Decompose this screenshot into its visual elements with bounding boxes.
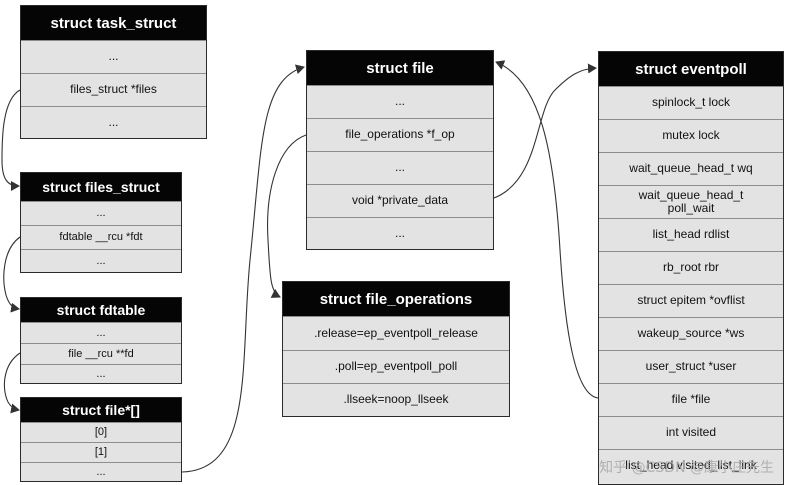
- eventpoll-spinlock: spinlock_t lock: [599, 86, 783, 119]
- file-operations-poll: .poll=ep_eventpoll_poll: [283, 350, 509, 383]
- task-struct-field-files: files_struct *files: [21, 73, 206, 106]
- file-array-entry-1: [1]: [21, 442, 181, 462]
- eventpoll-poll-wait: wait_queue_head_t poll_wait: [599, 185, 783, 218]
- eventpoll-box: struct eventpoll spinlock_t lock mutex l…: [598, 51, 784, 485]
- file-field: ...: [307, 217, 493, 249]
- file-operations-box: struct file_operations .release=ep_event…: [282, 281, 510, 417]
- files-struct-field: ...: [21, 201, 181, 225]
- task-struct-field: ...: [21, 40, 206, 73]
- task-struct-title: struct task_struct: [21, 6, 206, 40]
- file-array-entry-0: [0]: [21, 422, 181, 442]
- eventpoll-title: struct eventpoll: [599, 52, 783, 86]
- file-operations-llseek: .llseek=noop_llseek: [283, 383, 509, 416]
- fdtable-field-fd: file __rcu **fd: [21, 343, 181, 364]
- files-struct-box: struct files_struct ... fdtable __rcu *f…: [20, 172, 182, 273]
- file-operations-release: .release=ep_eventpoll_release: [283, 316, 509, 350]
- file-array-entry-more: ...: [21, 462, 181, 481]
- file-array-box: struct file*[] [0] [1] ...: [20, 397, 182, 482]
- arrow-f-op-to-file-operations: [267, 134, 307, 298]
- eventpoll-file: file *file: [599, 383, 783, 416]
- fdtable-box: struct fdtable ... file __rcu **fd ...: [20, 297, 182, 384]
- task-struct-box: struct task_struct ... files_struct *fil…: [20, 5, 207, 139]
- arrow-eventpoll-file-to-file: [495, 60, 599, 399]
- arrow-private-data-to-eventpoll: [493, 63, 597, 199]
- file-field: ...: [307, 85, 493, 118]
- file-box: struct file ... file_operations *f_op ..…: [306, 50, 494, 250]
- fdtable-title: struct fdtable: [21, 298, 181, 322]
- eventpoll-visited: int visited: [599, 416, 783, 449]
- file-operations-title: struct file_operations: [283, 282, 509, 316]
- file-field: ...: [307, 151, 493, 184]
- file-field-f-op: file_operations *f_op: [307, 118, 493, 151]
- eventpoll-visited-list-link: list_head visited_list_link: [599, 449, 783, 481]
- eventpoll-mutex: mutex lock: [599, 119, 783, 152]
- eventpoll-ws: wakeup_source *ws: [599, 317, 783, 350]
- eventpoll-user: user_struct *user: [599, 350, 783, 383]
- eventpoll-rdlist: list_head rdlist: [599, 218, 783, 251]
- fdtable-field: ...: [21, 364, 181, 383]
- files-struct-field-fdt: fdtable __rcu *fdt: [21, 225, 181, 249]
- eventpoll-ovflist: struct epitem *ovflist: [599, 284, 783, 317]
- watermark: 知乎 @CSDN @康小庄先生: [599, 460, 774, 476]
- file-array-title: struct file*[]: [21, 398, 181, 422]
- files-struct-title: struct files_struct: [21, 173, 181, 201]
- task-struct-field: ...: [21, 106, 206, 138]
- arrow-fd-to-file-array: [3, 352, 21, 414]
- fdtable-field: ...: [21, 322, 181, 343]
- file-title: struct file: [307, 51, 493, 85]
- file-field-private-data: void *private_data: [307, 184, 493, 217]
- files-struct-field: ...: [21, 249, 181, 272]
- eventpoll-rbr: rb_root rbr: [599, 251, 783, 284]
- eventpoll-wq: wait_queue_head_t wq: [599, 152, 783, 185]
- arrow-fdt-to-fdtable: [3, 236, 21, 313]
- arrow-files-to-files-struct: [1, 89, 21, 191]
